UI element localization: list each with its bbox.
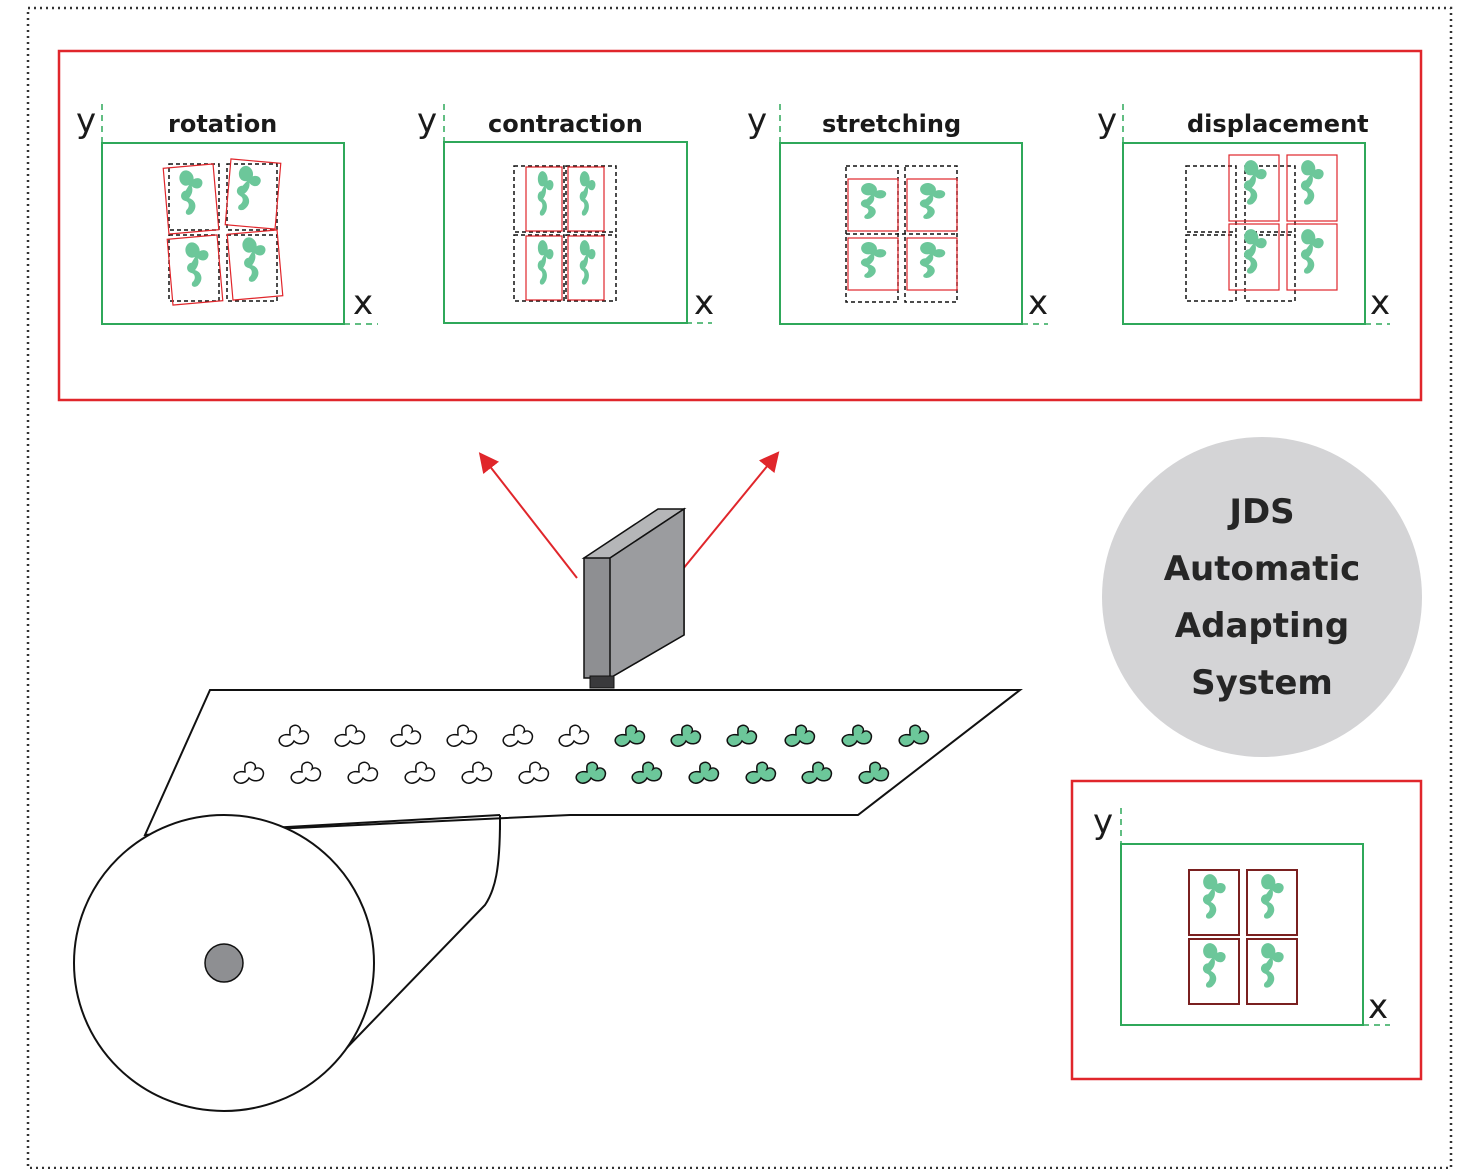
result-frame — [1070, 779, 1423, 1081]
nominal-grid — [1185, 165, 1296, 302]
x-axis-label: x — [1370, 283, 1390, 323]
badge-circle — [1102, 437, 1422, 757]
print-pattern — [178, 165, 269, 288]
nominal-grid — [513, 165, 617, 302]
panel-rotation: y rotation x — [76, 101, 378, 325]
sheet-outline — [443, 141, 688, 324]
sheet-outline — [779, 142, 1023, 325]
y-axis-label: y — [747, 101, 767, 141]
detected-frames — [162, 158, 284, 306]
panel-title: displacement — [1187, 110, 1369, 138]
material-roll — [73, 689, 1023, 1112]
camera-side — [609, 507, 685, 680]
roll-core — [204, 943, 244, 983]
panel-displacement: y displacement x — [1097, 101, 1390, 325]
panel-stretching: y stretching x — [747, 101, 1048, 325]
x-axis-label: x — [694, 283, 714, 323]
print-pattern — [1243, 160, 1324, 274]
outer-dotted-border — [26, 6, 1453, 1169]
material-web — [143, 689, 1023, 837]
panel-title: rotation — [168, 110, 277, 138]
y-axis-label: y — [1093, 802, 1113, 842]
nominal-grid — [168, 163, 278, 302]
x-axis-label: x — [353, 283, 373, 323]
badge-line-4: System — [1191, 663, 1333, 703]
scan-arrow-left — [478, 452, 578, 579]
print-pattern — [1202, 874, 1284, 988]
badge-line-3: Adapting — [1175, 606, 1349, 646]
y-axis-label: y — [1097, 101, 1117, 141]
result-panel: y x — [1070, 779, 1423, 1081]
system-badge: JDS Automatic Adapting System — [1102, 437, 1422, 757]
badge-line-2: Automatic — [1164, 549, 1361, 589]
y-axis-label: y — [76, 101, 96, 141]
sheet-outline — [1120, 843, 1364, 1026]
sheet-outline — [1122, 142, 1366, 325]
detected-frames — [847, 178, 958, 291]
panel-title: contraction — [488, 110, 643, 138]
corrected-frames — [1188, 869, 1298, 1005]
distortion-panels-frame — [57, 49, 1423, 402]
x-axis-label: x — [1368, 987, 1388, 1027]
y-axis-label: y — [417, 101, 437, 141]
detected-frames — [1228, 154, 1338, 291]
x-axis-label: x — [1028, 283, 1048, 323]
sheet-outline — [101, 142, 345, 325]
nominal-grid — [845, 165, 958, 303]
camera-sensor — [581, 507, 687, 689]
panel-contraction: y contraction x — [417, 101, 714, 324]
panel-title: stretching — [822, 110, 961, 138]
detected-frames — [525, 166, 605, 301]
badge-line-1: JDS — [1227, 492, 1294, 532]
scan-arrow-right — [677, 451, 780, 576]
camera-lens — [589, 675, 615, 689]
web-tangent — [334, 819, 501, 1061]
